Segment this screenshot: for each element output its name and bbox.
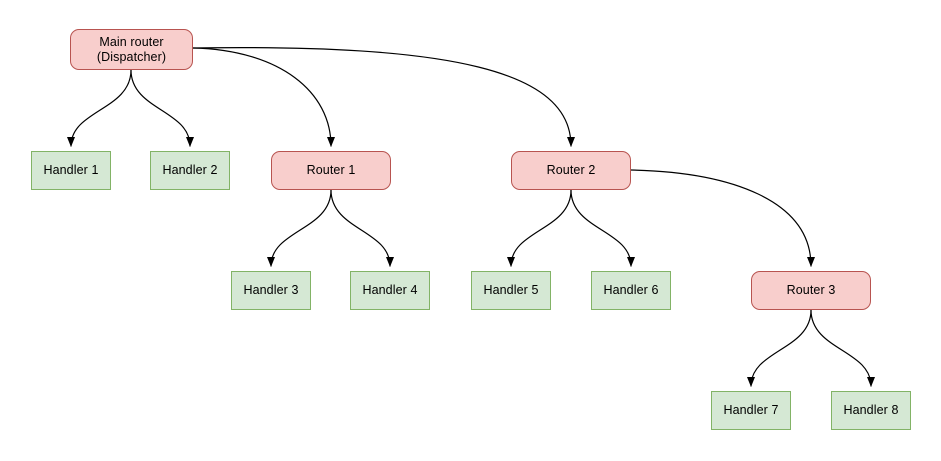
edge-main-to-handler-1 <box>67 69 132 147</box>
node-label-handler-6: Handler 6 <box>603 283 659 297</box>
node-router-2[interactable]: Router 2 <box>511 151 631 190</box>
edge-router-1-to-handler-3 <box>267 189 332 267</box>
edge-router-2-to-handler-6 <box>570 189 635 267</box>
edge-router-2-to-handler-5 <box>507 189 572 267</box>
node-label-handler-7: Handler 7 <box>723 403 779 417</box>
edge-router-3-to-handler-8 <box>810 309 875 387</box>
edge-main-to-handler-2 <box>130 69 194 147</box>
node-handler-3[interactable]: Handler 3 <box>231 271 311 310</box>
edge-router-2-to-router-3 <box>630 169 815 267</box>
node-handler-4[interactable]: Handler 4 <box>350 271 430 310</box>
node-label-router-3: Router 3 <box>786 283 836 297</box>
node-label-handler-4: Handler 4 <box>362 283 418 297</box>
node-label-handler-3: Handler 3 <box>243 283 299 297</box>
edge-router-3-to-handler-7 <box>747 309 812 387</box>
node-router-3[interactable]: Router 3 <box>751 271 871 310</box>
node-handler-5[interactable]: Handler 5 <box>471 271 551 310</box>
node-label-router-1: Router 1 <box>306 163 356 177</box>
edge-main-to-router-1 <box>192 47 335 147</box>
node-router-1[interactable]: Router 1 <box>271 151 391 190</box>
node-label-router-2: Router 2 <box>546 163 596 177</box>
node-label-handler-8: Handler 8 <box>843 403 899 417</box>
edge-path-group <box>67 47 875 387</box>
node-main-router[interactable]: Main router (Dispatcher) <box>70 29 193 70</box>
edge-router-1-to-handler-4 <box>330 189 394 267</box>
edge-main-to-router-2 <box>192 47 575 147</box>
node-handler-7[interactable]: Handler 7 <box>711 391 791 430</box>
node-label-handler-5: Handler 5 <box>483 283 539 297</box>
node-label-handler-1: Handler 1 <box>43 163 99 177</box>
node-handler-1[interactable]: Handler 1 <box>31 151 111 190</box>
node-label-handler-2: Handler 2 <box>162 163 218 177</box>
node-handler-8[interactable]: Handler 8 <box>831 391 911 430</box>
node-handler-6[interactable]: Handler 6 <box>591 271 671 310</box>
node-label-main-router: Main router (Dispatcher) <box>96 34 167 64</box>
node-handler-2[interactable]: Handler 2 <box>150 151 230 190</box>
